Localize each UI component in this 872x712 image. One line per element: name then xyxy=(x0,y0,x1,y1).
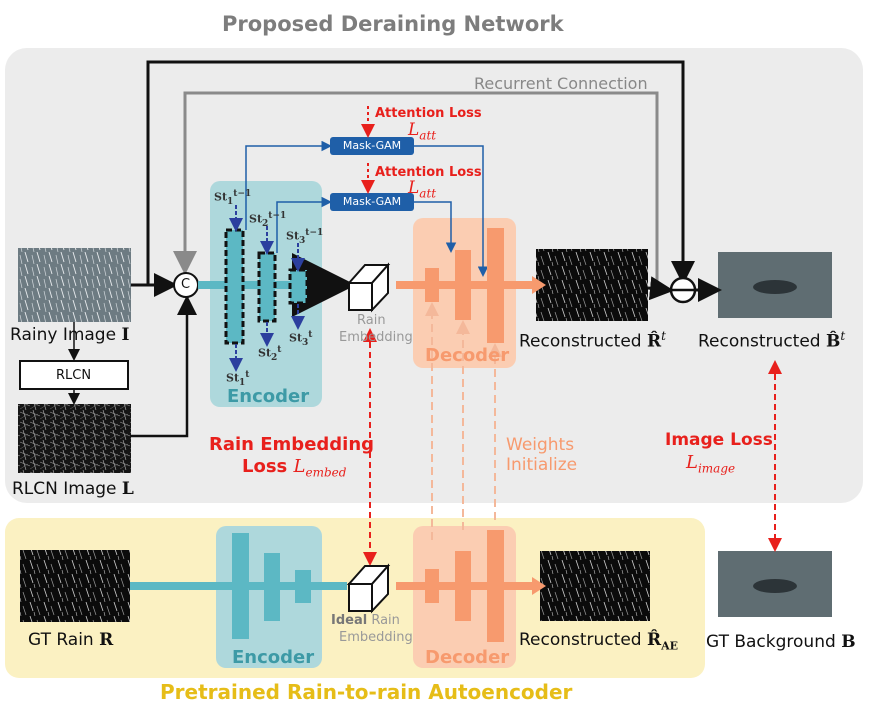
gt-rain-image xyxy=(20,550,130,622)
reconstructed-rain-ae-image xyxy=(540,551,650,621)
state-3-prev: St3t−1 xyxy=(286,228,324,246)
decoder-block-2 xyxy=(455,250,471,320)
recurrent-connection-line xyxy=(173,91,659,284)
gt-background-label: GT Background B xyxy=(706,632,856,652)
recurrent-connection-label: Recurrent Connection xyxy=(474,74,648,93)
decoder-block-1 xyxy=(425,268,439,302)
bottom-title: Pretrained Rain-to-rain Autoencoder xyxy=(160,680,573,704)
rlcn-box-label: RLCN xyxy=(56,368,92,383)
state-1: St1t xyxy=(226,370,250,388)
mask-gam-1 xyxy=(330,137,414,155)
background-subject xyxy=(753,280,797,294)
state-3: St3t xyxy=(289,330,313,348)
ae-encoder-block-3 xyxy=(295,570,311,603)
ae-decoder-block-2 xyxy=(455,551,471,621)
ideal-rain-label: Ideal Rain xyxy=(331,613,400,628)
initialize-label: Initialize xyxy=(506,455,578,475)
decoder-label-top: Decoder xyxy=(425,345,510,366)
decoder-label-bottom: Decoder xyxy=(425,647,510,668)
gt-rain-label: GT Rain R xyxy=(28,630,114,650)
concat-label: C xyxy=(181,277,191,292)
weights-label: Weights xyxy=(506,435,575,455)
mask-gam-2 xyxy=(330,193,414,211)
ae-decoder-block-3 xyxy=(487,530,504,642)
ideal-rain-embedding-cube xyxy=(346,563,391,614)
rain-embedding-loss-label: Rain Embedding xyxy=(209,434,375,455)
reconstructed-background-label: Reconstructed B̂t xyxy=(698,329,846,352)
encoder-block-3 xyxy=(288,268,309,305)
attention-loss-label-2: Attention Loss xyxy=(375,165,482,180)
ideal-embedding-label: Embedding xyxy=(339,630,413,645)
rlcn-image xyxy=(18,404,131,473)
gt-background-subject xyxy=(753,579,797,593)
decoder-block-3 xyxy=(487,228,504,343)
ae-encoder-block-1 xyxy=(232,533,249,639)
top-title: Proposed Deraining Network xyxy=(222,12,564,36)
rain-embedding-loss-symbol: Loss Lembed xyxy=(242,456,347,480)
mask-gam-label-2: Mask-GAM xyxy=(342,195,402,208)
attention-loss-symbol-1: Latt xyxy=(408,120,437,143)
encoder-block-2 xyxy=(257,251,277,323)
encoder-block-1 xyxy=(224,228,245,345)
rain-embedding-cube xyxy=(346,262,391,313)
rlcn-image-label: RLCN Image L xyxy=(12,479,134,499)
ae-decoder-block-1 xyxy=(425,569,439,603)
ae-encoder-block-2 xyxy=(264,553,280,621)
attention-loss-label-1: Attention Loss xyxy=(375,106,482,121)
rainy-image xyxy=(18,248,131,322)
rainy-image-label: Rainy Image I xyxy=(10,325,130,345)
state-1-prev: St1t−1 xyxy=(214,189,252,207)
image-loss-symbol: Limage xyxy=(686,452,736,476)
encoder-label-bottom: Encoder xyxy=(232,647,315,668)
state-2-prev: St2t−1 xyxy=(249,211,287,229)
encoder-label-top: Encoder xyxy=(227,386,310,407)
embedding-label: Embedding xyxy=(339,330,413,345)
rlcn-box xyxy=(19,360,129,390)
reconstructed-rain-label: Reconstructed R̂t xyxy=(519,329,666,352)
input-skip-line xyxy=(146,60,695,285)
image-loss-label: Image Loss xyxy=(665,430,773,450)
state-2: St2t xyxy=(258,345,282,363)
rain-label: Rain xyxy=(357,313,386,328)
attention-loss-symbol-2: Latt xyxy=(408,178,437,201)
reconstructed-rain-ae-label: Reconstructed R̂AE xyxy=(519,630,679,653)
reconstructed-rain-image xyxy=(536,249,648,321)
mask-gam-label-1: Mask-GAM xyxy=(342,139,402,152)
